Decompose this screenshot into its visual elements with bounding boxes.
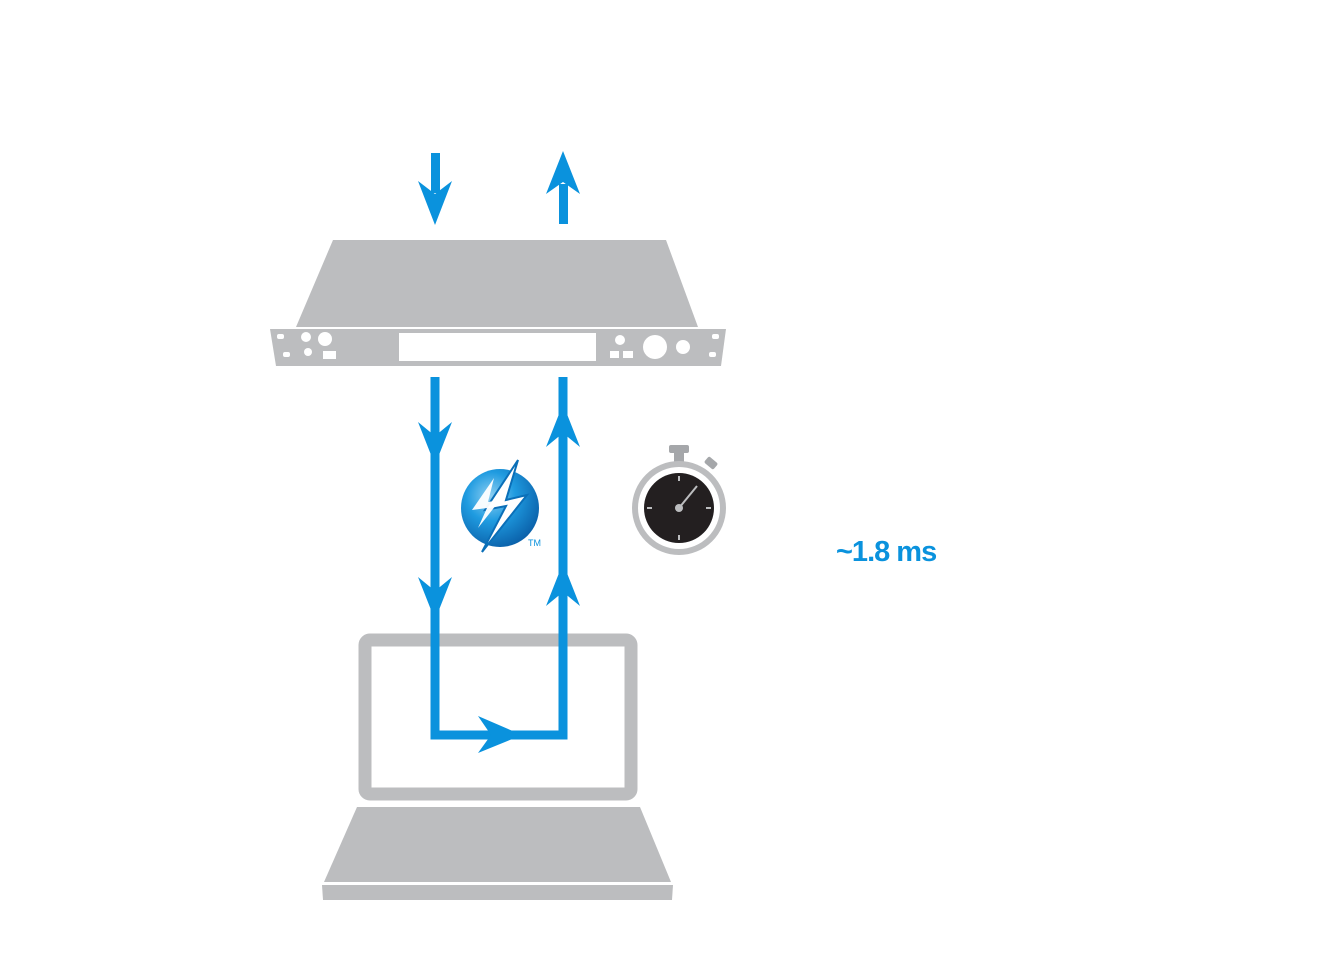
- output-arrow: [546, 151, 580, 224]
- up-arrowhead-lower: [546, 563, 580, 606]
- right-arrowhead: [478, 716, 522, 753]
- up-arrowhead-upper: [546, 404, 580, 447]
- down-arrowhead-upper: [418, 422, 452, 465]
- latency-value: ~1.8 ms: [836, 536, 937, 568]
- laptop-icon: [322, 633, 673, 900]
- roundtrip-signal-path: [418, 377, 580, 753]
- rack-audio-interface-icon: [270, 240, 726, 366]
- stopwatch-icon: [632, 445, 726, 555]
- trademark-mark: TM: [528, 538, 541, 548]
- thunderbolt-logo-icon: TM: [461, 459, 541, 553]
- down-arrowhead-lower: [418, 577, 452, 620]
- input-arrow: [418, 153, 452, 225]
